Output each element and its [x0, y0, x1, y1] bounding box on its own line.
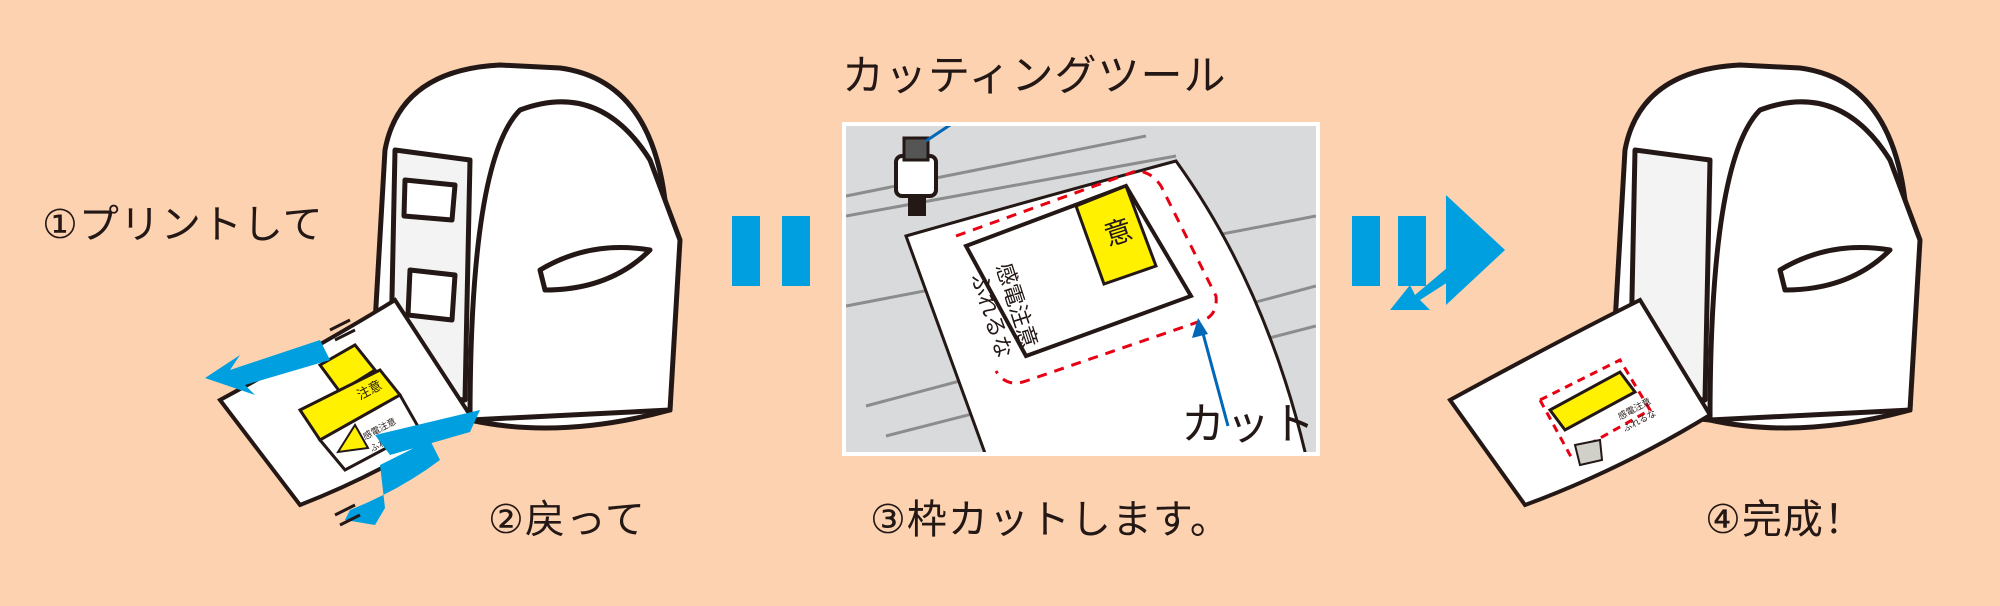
cutting-tool-icon	[894, 136, 938, 216]
step-separator-bar	[1398, 216, 1426, 286]
step-4-label: ④完成！	[1705, 497, 1865, 543]
arrow-back-icon	[345, 440, 440, 525]
cut-line	[955, 169, 1218, 385]
arrow-out-icon	[1390, 240, 1490, 310]
cutting-tool-callout: カッティングツール	[842, 51, 1227, 100]
cut-callout: カット	[1181, 399, 1316, 450]
cutting-detail-panel: 意 感電注意 ふれるな カット	[842, 122, 1320, 456]
step-separator-bar	[782, 216, 810, 286]
step-separator-bar	[1352, 216, 1380, 286]
step-3-label: ③枠カットします。	[870, 497, 1231, 543]
cutting-mechanism-illustration: 意 感電注意 ふれるな	[846, 126, 1316, 452]
step-1-label: ①プリントして	[42, 202, 324, 248]
arrow-out-icon	[205, 340, 330, 395]
step-2-label: ②戻って	[488, 497, 646, 543]
finished-label-sheet: 感電注意 ふれるな	[1447, 297, 1713, 508]
step-separator-bar	[732, 216, 760, 286]
